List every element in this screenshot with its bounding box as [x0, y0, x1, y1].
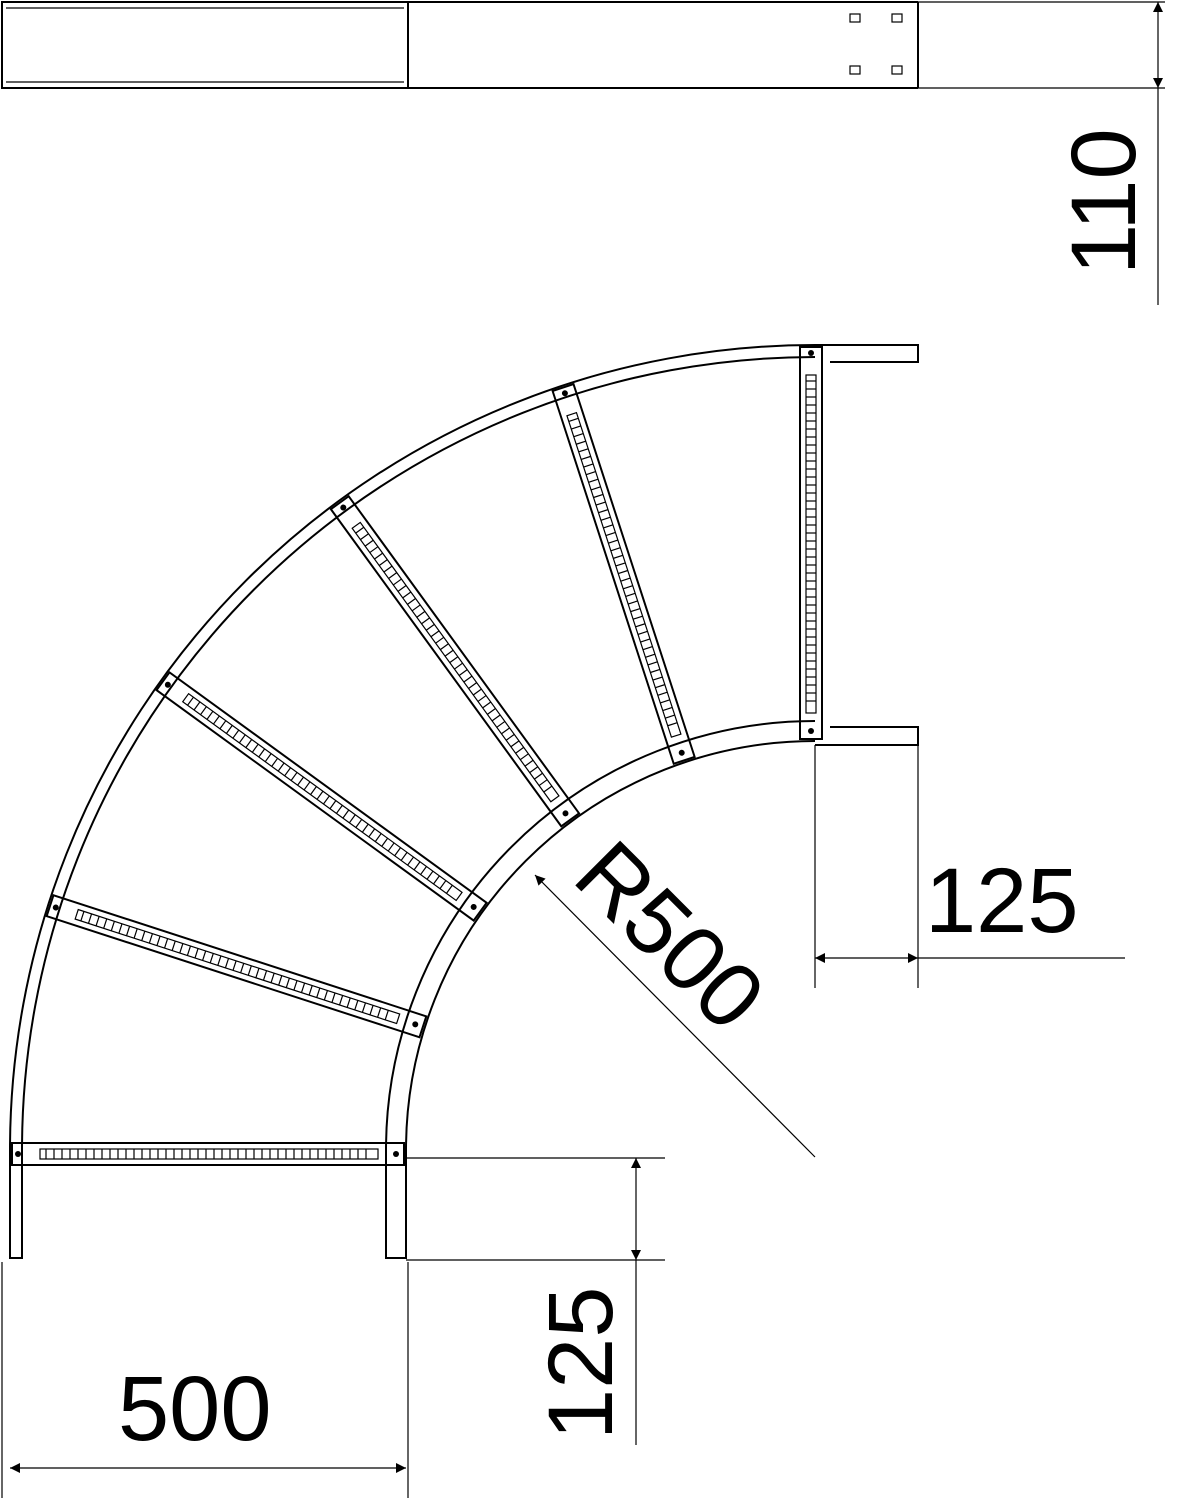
dimension-height-label: 110: [1053, 128, 1155, 275]
connector-hole: [891, 13, 903, 23]
dimension-straight-bottom: 125: [406, 1157, 665, 1445]
rivet: [393, 1151, 399, 1157]
inner-rail: [385, 720, 816, 1151]
rung: [799, 346, 823, 740]
dimension-width-label: 500: [118, 1358, 272, 1460]
rivet: [470, 903, 477, 910]
dimension-radius-label: R500: [556, 822, 784, 1050]
outer-rail: [9, 344, 816, 1151]
rivet: [15, 1151, 21, 1157]
rung: [45, 893, 428, 1039]
connector-hole: [849, 65, 861, 75]
rivet: [678, 749, 685, 756]
rung: [155, 670, 489, 922]
dimension-radius: R500: [534, 822, 816, 1158]
rivet: [412, 1021, 419, 1028]
dimension-straight-right: 125: [814, 745, 1125, 988]
rivet: [808, 350, 814, 356]
rivet: [808, 728, 814, 734]
connector-hole: [891, 65, 903, 75]
rung: [551, 382, 696, 766]
dimension-straight-bottom-label: 125: [530, 1287, 632, 1441]
rivet: [52, 904, 59, 911]
rivet: [340, 504, 347, 511]
rivet: [561, 390, 568, 397]
connector-hole: [849, 13, 861, 23]
dimension-straight-right-label: 125: [925, 850, 1079, 952]
side-view: [1, 1, 1165, 89]
dimension-width: 500: [1, 1262, 409, 1498]
rivet: [164, 681, 171, 688]
rivet: [562, 810, 569, 817]
dimension-height: 110: [1053, 2, 1163, 305]
rung: [329, 494, 581, 828]
plan-view: [9, 344, 919, 1259]
rung: [11, 1142, 405, 1166]
